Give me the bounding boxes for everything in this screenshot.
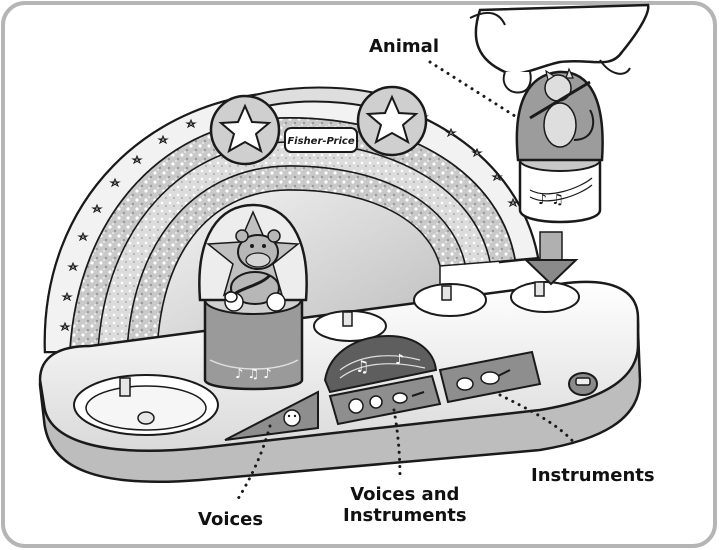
- socket-right-1: [414, 284, 486, 316]
- callout-animal: Animal: [369, 36, 439, 57]
- callout-voices-and-instruments: Voices and Instruments: [343, 484, 467, 526]
- side-switch: [569, 373, 597, 395]
- svg-text:♪ ♫: ♪ ♫: [538, 192, 564, 208]
- callout-instruments: Instruments: [531, 465, 655, 486]
- star-button-left: [211, 96, 279, 164]
- brand-badge: Fisher-Price: [285, 128, 357, 152]
- socket-right-2: [511, 282, 579, 312]
- callout-voices-and-instruments-line1: Voices and: [343, 484, 467, 505]
- svg-text:♪: ♪: [395, 352, 404, 368]
- callout-voices: Voices: [198, 509, 263, 530]
- hippo-figure: ♪ ♫ ♪: [199, 205, 306, 389]
- svg-text:♪ ♫ ♪: ♪ ♫ ♪: [235, 367, 272, 382]
- socket-left: [74, 375, 218, 435]
- star-button-right: [358, 87, 426, 155]
- brand-text: Fisher-Price: [287, 136, 355, 147]
- svg-text:♫: ♫: [355, 357, 369, 376]
- callout-voices-and-instruments-line2: Instruments: [343, 505, 467, 526]
